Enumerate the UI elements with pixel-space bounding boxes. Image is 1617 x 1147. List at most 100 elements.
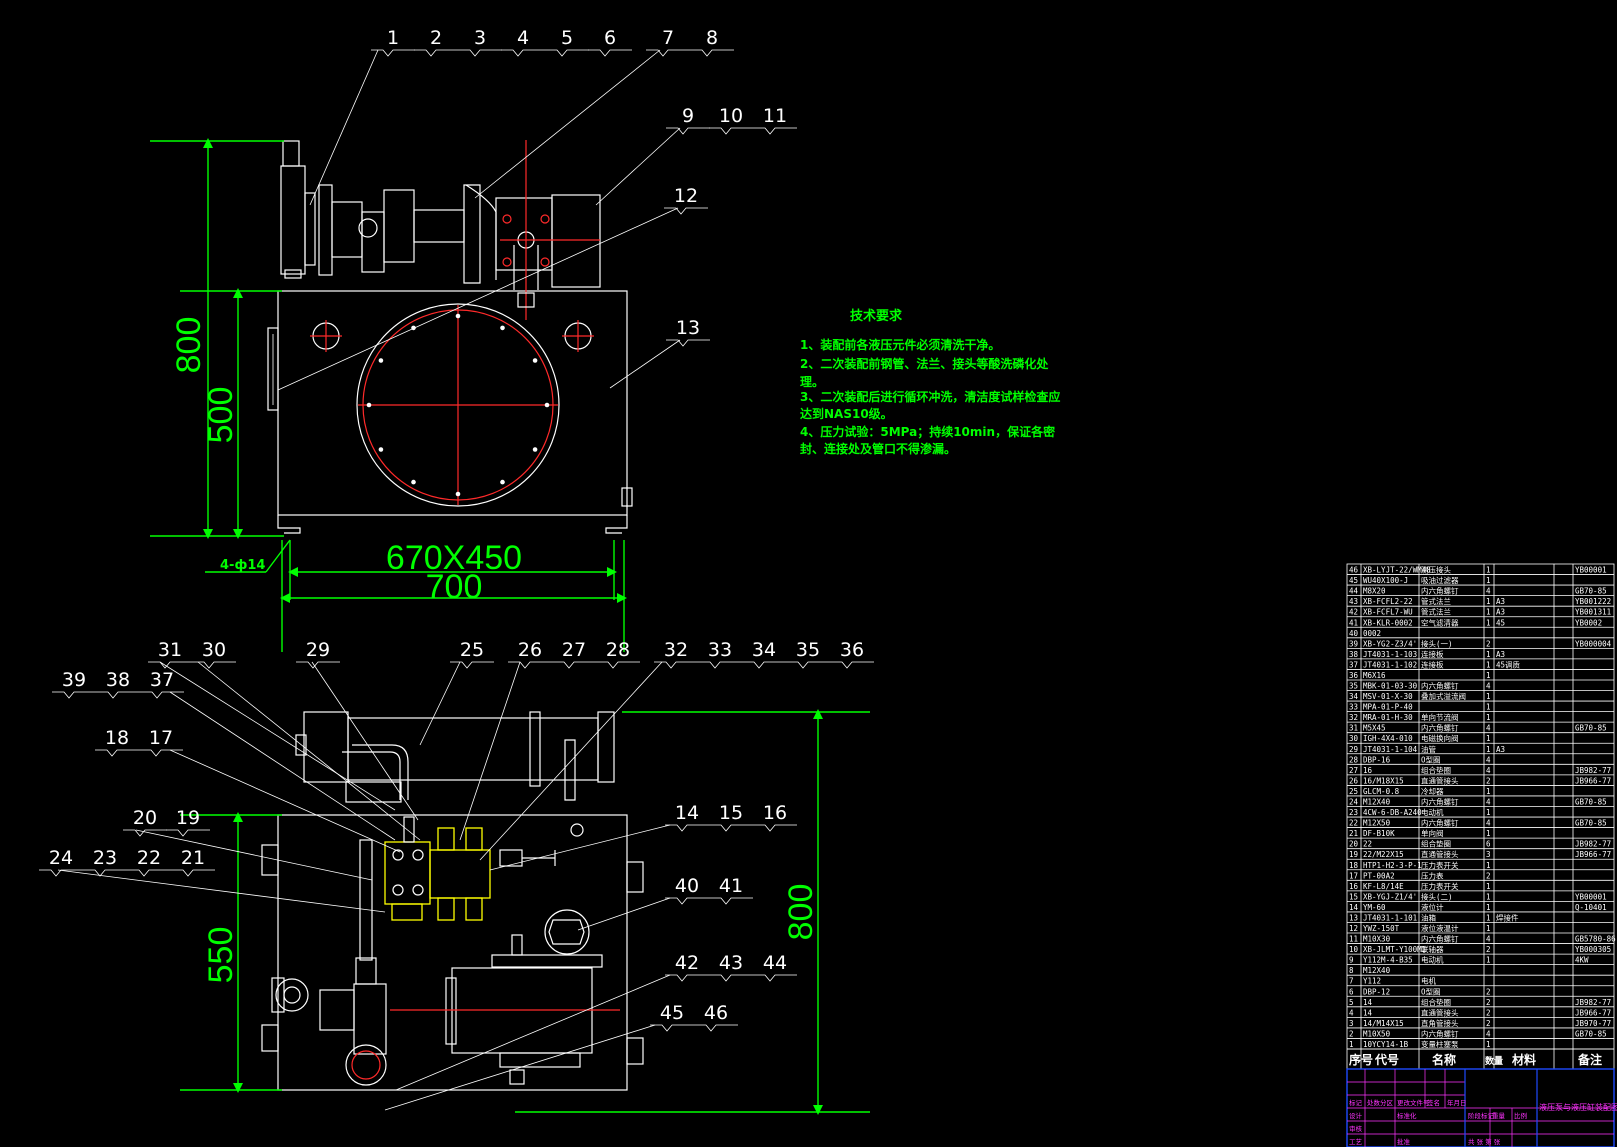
balloon-underline [830, 661, 874, 669]
tb-standard: 标准化 [1397, 1111, 1417, 1120]
balloon-38: 38 [106, 669, 130, 691]
bom-cell-qty: 2 [1486, 639, 1491, 648]
tank-feet [277, 515, 628, 534]
bom-cell-no: 34 [1349, 692, 1359, 701]
bom-cell-code: DF-B10K [1363, 829, 1395, 838]
title-block: 标记 处数 分区 更改文件号 签名 年月日 设计 标准化 审核 工艺 批准 阶段… [1346, 1068, 1617, 1147]
bom-cell-qty: 3 [1486, 850, 1491, 859]
balloon-underline [666, 339, 710, 347]
bom-cell-no: 36 [1349, 671, 1359, 680]
bom-cell-code: Y112 [1363, 977, 1381, 986]
bom-cell-qty: 1 [1486, 892, 1491, 901]
bom-cell-name: 直通管接头 [1421, 775, 1459, 785]
balloon-underline [501, 49, 545, 57]
bom-cell-qty: 4 [1486, 724, 1491, 733]
bom-cell-mat: 45调质 [1496, 659, 1521, 669]
bom-cell-note: GB70-85 [1575, 1029, 1607, 1038]
bom-header-qty: 数量 [1485, 1055, 1503, 1067]
tb-sign: 签名 [1427, 1098, 1440, 1107]
bom-cell-code: XB-YG2-Z3/4' [1363, 639, 1417, 648]
bom-cell-name: 直角管接头 [1421, 1018, 1459, 1028]
bom-header-no: 序号 [1349, 1052, 1373, 1067]
balloon-underline [96, 691, 140, 699]
bom-cell-name: 测压接头 [1421, 565, 1451, 575]
bom-cell-qty: 1 [1486, 692, 1491, 701]
bom-cell-name: 管式法兰 [1421, 596, 1451, 606]
balloon-18: 18 [105, 727, 129, 749]
bom-cell-no: 30 [1349, 734, 1359, 743]
balloon-underline [664, 207, 708, 215]
bom-cell-no: 23 [1349, 808, 1358, 817]
bom-cell-qty: 2 [1486, 776, 1491, 785]
bom-cell-no: 8 [1349, 966, 1354, 975]
bom-cell-code: YM-60 [1363, 903, 1386, 912]
balloon-24: 24 [49, 847, 73, 869]
bom-cell-no: 18 [1349, 861, 1359, 870]
bottom-dimensions: 550 800 [180, 709, 870, 1115]
balloon-12: 12 [674, 185, 698, 207]
bolt-hole [500, 325, 505, 331]
bom-cell-qty: 2 [1486, 998, 1491, 1007]
tech-line-6: 4、压力试验：5MPa；持续10min，保证各密 [800, 424, 1055, 439]
balloon-20: 20 [133, 807, 157, 829]
bom-cell-qty: 2 [1486, 1019, 1491, 1028]
balloon-underline [123, 829, 167, 837]
balloon-7: 7 [662, 27, 674, 49]
bom-cell-qty: 1 [1486, 703, 1491, 712]
bom-cell-code: 10YCY14-1B [1363, 1040, 1409, 1049]
bom-cell-qty: 1 [1486, 576, 1491, 585]
tb-change-doc: 更改文件号 [1397, 1098, 1430, 1107]
bom-cell-code: 14/M14X15 [1363, 1019, 1404, 1028]
bom-cell-no: 31 [1349, 724, 1358, 733]
balloon-underline [596, 661, 640, 669]
bom-cell-no: 37 [1349, 660, 1358, 669]
balloon-3: 3 [474, 27, 486, 49]
balloon-36: 36 [840, 639, 864, 661]
balloon-33: 33 [708, 639, 732, 661]
balloon-underline [650, 1024, 694, 1032]
balloon-underline [665, 974, 709, 982]
bolt-holes [366, 313, 550, 497]
bom-cell-qty: 6 [1486, 840, 1491, 849]
bom-cell-name: 单向节流阀 [1421, 712, 1459, 722]
bom-cell-qty: 1 [1486, 861, 1491, 870]
bom-cell-code: MPA-01-P-40 [1363, 703, 1413, 712]
bom-cell-name: 压力表 [1421, 870, 1444, 880]
tb-scale: 比例 [1514, 1111, 1527, 1120]
tb-sheet: 共 张 第 张 [1468, 1137, 1501, 1146]
bom-cell-name: 吸油过滤器 [1421, 575, 1459, 585]
bom-cell-no: 29 [1349, 745, 1358, 754]
bolt-hole [411, 479, 416, 485]
bom-cell-name: 直通管接头 [1421, 1007, 1459, 1017]
dim-holes: 4-ф14 [220, 558, 265, 573]
balloon-30: 30 [202, 639, 226, 661]
balloon-underline [654, 661, 698, 669]
bom-cell-qty: 4 [1486, 935, 1491, 944]
bom-cell-code: XB-FCFL2-22 [1363, 597, 1413, 606]
bom-cell-note: GB5780-86 [1575, 935, 1616, 944]
bom-cell-name: 联轴器 [1421, 944, 1444, 954]
bom-cell-qty: 4 [1486, 587, 1491, 596]
bom-cell-note: JB966-77 [1575, 776, 1611, 785]
balloon-underline [588, 49, 632, 57]
level-gauge [267, 327, 279, 411]
bom-cell-no: 38 [1349, 650, 1359, 659]
bom-cell-qty: 1 [1486, 618, 1491, 627]
balloon-underline [698, 661, 742, 669]
bom-cell-code: HTP1-H2-3-P-1 [1363, 861, 1422, 870]
bom-cell-note: Q-10401 [1575, 903, 1607, 912]
bom-cell-no: 12 [1349, 924, 1358, 933]
leader-lines [57, 49, 681, 1111]
tank-outline [277, 290, 628, 516]
bom-cell-name: 单向阀 [1421, 828, 1444, 838]
balloon-underline [166, 829, 210, 837]
balloon-underline [127, 869, 171, 877]
bom-cell-no: 43 [1349, 597, 1358, 606]
bom-cell-note: JB970-77 [1575, 1019, 1611, 1028]
bom-cell-note: GB70-85 [1575, 798, 1607, 807]
balloon-4: 4 [517, 27, 529, 49]
bom-cell-code: YWZ-150T [1363, 924, 1400, 933]
bom-cell-name: 压力表开关 [1421, 881, 1459, 891]
tech-line-7: 封、连接处及管口不得渗漏。 [800, 441, 956, 456]
